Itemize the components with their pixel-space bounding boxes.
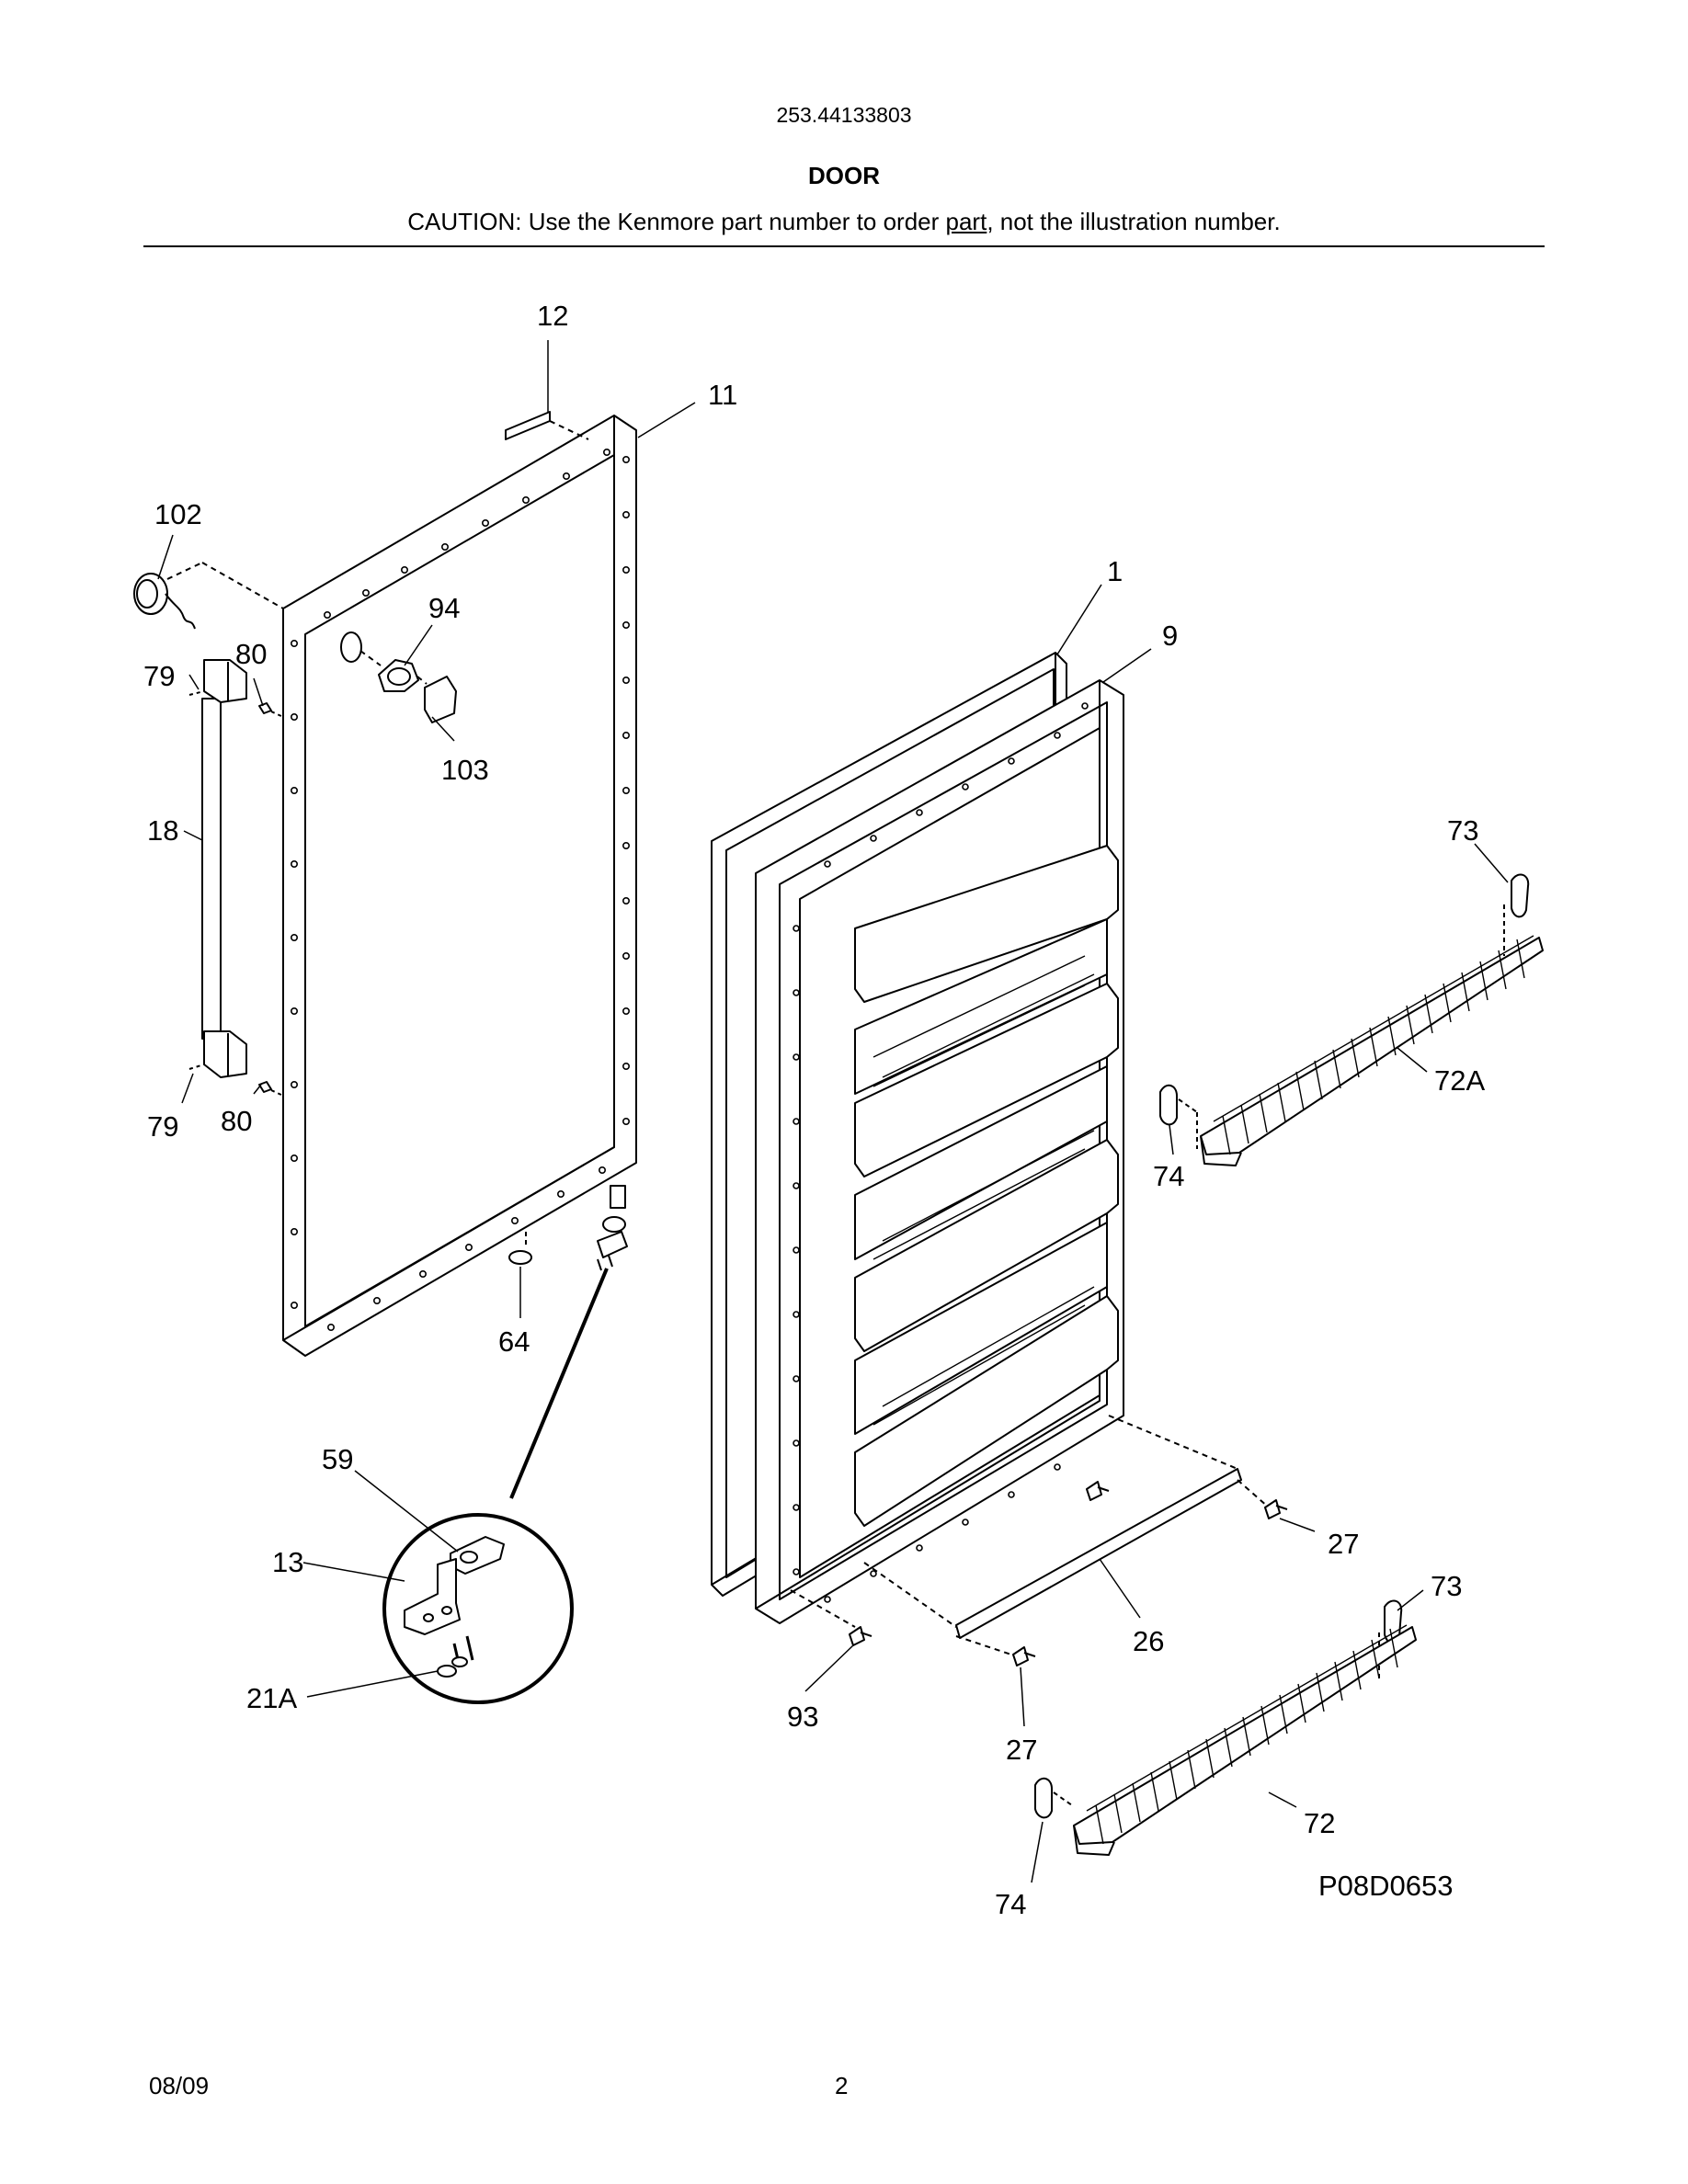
callout-13: 13 (272, 1546, 303, 1578)
footer-date: 08/09 (149, 2072, 210, 2099)
callout-59: 59 (322, 1443, 353, 1475)
callout-18: 18 (147, 814, 178, 847)
callout-93: 93 (787, 1701, 818, 1733)
thermometer-part (133, 562, 284, 630)
page-title: DOOR (808, 162, 880, 189)
lower-door-basket (1034, 1599, 1417, 1856)
callout-72: 72 (1304, 1807, 1335, 1839)
screw-part (1086, 1481, 1110, 1501)
screw-part (1264, 1499, 1288, 1519)
callout-11: 11 (708, 379, 737, 411)
trim-strip (955, 1468, 1242, 1639)
callout-80-upper: 80 (235, 638, 267, 670)
label-part (505, 411, 551, 440)
callout-9: 9 (1162, 620, 1178, 652)
callout-80-lower: 80 (221, 1105, 252, 1137)
callout-73-upper: 73 (1447, 814, 1478, 847)
callout-94: 94 (428, 592, 460, 624)
header-rule (143, 245, 1545, 247)
callout-12: 12 (537, 300, 568, 332)
screw-part (1012, 1646, 1036, 1666)
caution-text-after: , not the illustration number. (987, 208, 1281, 235)
callout-74-upper: 74 (1153, 1160, 1184, 1192)
caution-note: CAUTION: Use the Kenmore part number to … (0, 208, 1688, 236)
callout-27-bottom: 27 (1006, 1734, 1037, 1766)
callout-102: 102 (154, 498, 202, 530)
screw-part (849, 1626, 873, 1646)
callout-26: 26 (1133, 1625, 1164, 1657)
upper-door-basket (1159, 873, 1544, 1166)
caution-text-underlined: part (945, 208, 987, 235)
callout-103: 103 (441, 754, 489, 786)
callout-72A: 72A (1434, 1064, 1485, 1097)
callout-74-lower: 74 (995, 1888, 1026, 1920)
caution-text-before: CAUTION: Use the Kenmore part number to … (407, 208, 946, 235)
inner-door-liner (755, 679, 1124, 1624)
model-number: 253.44133803 (776, 103, 912, 127)
callout-21A: 21A (246, 1682, 297, 1714)
callout-64: 64 (498, 1325, 530, 1358)
callout-1: 1 (1107, 555, 1123, 587)
callout-79-upper: 79 (143, 660, 175, 692)
callout-79-lower: 79 (147, 1110, 178, 1143)
callout-73-lower: 73 (1431, 1570, 1462, 1602)
figure-id: P08D0653 (1318, 1870, 1454, 1902)
door-handle (188, 659, 284, 1097)
outer-door-panel (282, 415, 637, 1357)
page-number: 2 (835, 2072, 849, 2099)
callout-27-right: 27 (1328, 1528, 1359, 1560)
hinge-detail-circle (382, 1513, 574, 1704)
